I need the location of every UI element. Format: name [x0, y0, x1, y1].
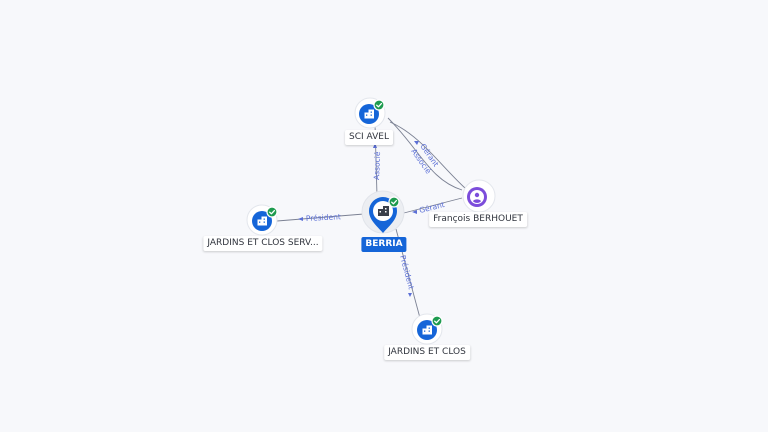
node-sci-avel[interactable]: [354, 97, 386, 129]
arrow-berria-sci: [373, 143, 377, 148]
edge-berria-jardins-serv: [276, 213, 365, 222]
verified-badge: [431, 315, 443, 327]
node-label-sci-avel[interactable]: SCI AVEL: [345, 130, 393, 145]
node-label-francois[interactable]: François BERHOUET: [429, 212, 527, 227]
check-icon: [391, 199, 398, 205]
edge-label-president-down: Président: [398, 254, 416, 290]
node-francois-berhouet[interactable]: [462, 179, 496, 213]
arrow-francois-berria: [412, 210, 417, 214]
node-berria[interactable]: [361, 190, 405, 234]
edge-francois-berria: [399, 197, 463, 215]
edge-label-president-left: Président: [306, 212, 341, 223]
edge-sci-avel-francois: [389, 121, 466, 189]
check-icon: [269, 209, 276, 215]
node-jardins-clos[interactable]: [411, 313, 443, 345]
verified-badge: [266, 206, 278, 218]
building-icon: [364, 109, 374, 119]
node-label-jardins-serv[interactable]: JARDINS ET CLOS SERV...: [203, 236, 323, 251]
building-icon: [422, 325, 432, 335]
building-icon: [378, 206, 389, 216]
edge-label-associe: Associé: [372, 151, 382, 180]
arrow-berria-jserv: [298, 217, 303, 221]
check-icon: [376, 102, 383, 108]
verified-badge: [388, 196, 400, 208]
arrow-berria-jclos: [408, 293, 412, 297]
edge-francois-sci-avel: [387, 117, 463, 191]
person-icon: [470, 190, 484, 204]
arrow-francois-sci: [414, 141, 419, 145]
check-icon: [434, 318, 441, 324]
node-label-berria[interactable]: BERRIA: [361, 237, 407, 252]
verified-badge: [373, 99, 385, 111]
node-jardins-serv[interactable]: [246, 204, 278, 236]
edge-arrows: [298, 141, 419, 297]
node-label-jardins-clos[interactable]: JARDINS ET CLOS: [384, 345, 470, 360]
building-icon: [257, 216, 267, 226]
